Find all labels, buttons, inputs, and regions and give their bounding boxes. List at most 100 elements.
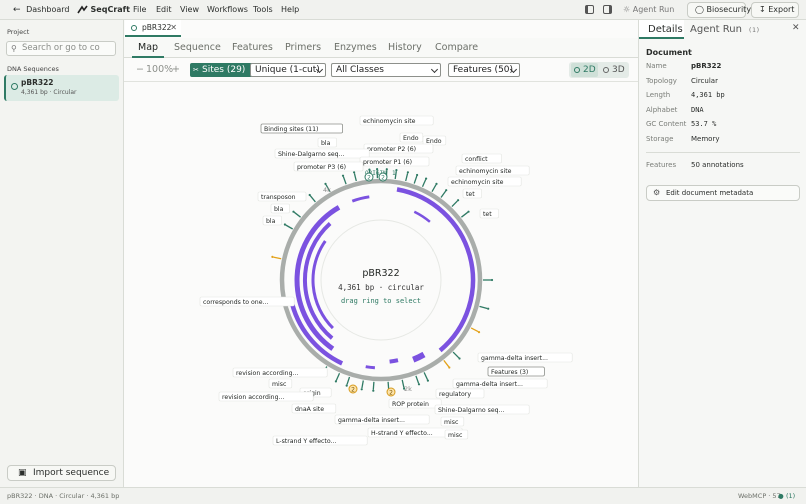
- restriction-site-tick[interactable]: [423, 372, 429, 380]
- restriction-site-tick[interactable]: [431, 184, 437, 193]
- feature-label[interactable]: bla: [274, 206, 284, 213]
- feature-arc-promoter[interactable]: [351, 195, 370, 203]
- tab-agent-run[interactable]: Agent Run (1): [690, 20, 760, 39]
- plasmid-map[interactable]: pBR322 4,361 bp · circular drag ring to …: [124, 82, 638, 487]
- feature-label[interactable]: misc: [272, 381, 287, 388]
- feature-label[interactable]: gamma-delta insert...: [456, 381, 523, 388]
- restriction-site-tick[interactable]: [461, 211, 469, 218]
- menu-view[interactable]: View: [180, 5, 199, 14]
- tab-compare[interactable]: Compare: [435, 42, 479, 53]
- restriction-site-tick[interactable]: [346, 376, 351, 385]
- feature-label[interactable]: promoter P3 (6): [297, 164, 346, 171]
- feature-label[interactable]: Endo: [403, 135, 419, 142]
- biosecurity-button[interactable]: ◯ Biosecurity: [687, 2, 751, 18]
- feature-label[interactable]: H-strand Y effecto...: [371, 430, 433, 437]
- view-3d-button[interactable]: 3D: [600, 63, 627, 77]
- feature-label[interactable]: Features (3): [491, 369, 528, 376]
- restriction-site-tick[interactable]: [415, 375, 420, 384]
- restriction-site-tick[interactable]: [335, 372, 341, 381]
- feature-label[interactable]: Shine-Dalgarno seq...: [278, 151, 345, 158]
- menu-edit[interactable]: Edit: [156, 5, 172, 14]
- menu-tools[interactable]: Tools: [253, 5, 273, 14]
- features-filter-select[interactable]: Features (50): [448, 63, 520, 77]
- feature-label[interactable]: misc: [444, 419, 459, 426]
- feature-label[interactable]: promoter P2 (6): [367, 146, 416, 153]
- feature-arc-bla-inner[interactable]: [294, 205, 341, 351]
- site-badge[interactable]: 2: [348, 384, 358, 394]
- feature-label[interactable]: echinomycin site: [459, 168, 512, 175]
- feature-arc-rop[interactable]: [412, 351, 426, 363]
- export-button[interactable]: ↧ Export: [751, 2, 799, 18]
- feature-label[interactable]: L-strand Y effecto...: [276, 438, 336, 445]
- feature-arc-tet[interactable]: [396, 187, 476, 353]
- view-2d-button[interactable]: 2D: [571, 63, 598, 77]
- restriction-site-tick[interactable]: [285, 224, 294, 230]
- feature-label[interactable]: echinomycin site: [363, 118, 416, 125]
- restriction-site-tick[interactable]: [443, 360, 450, 368]
- restriction-site-tick[interactable]: [421, 179, 427, 188]
- restriction-site-tick[interactable]: [413, 175, 418, 184]
- feature-label[interactable]: promoter P1 (6): [363, 159, 412, 166]
- restriction-site-tick[interactable]: [452, 351, 460, 359]
- feature-label[interactable]: transposon: [261, 194, 296, 201]
- menu-help[interactable]: Help: [281, 5, 300, 14]
- restriction-site-tick[interactable]: [394, 171, 397, 180]
- site-badge[interactable]: 2: [386, 387, 396, 397]
- restriction-site-tick[interactable]: [309, 195, 316, 203]
- restriction-site-tick[interactable]: [451, 200, 458, 208]
- sequence-list-item[interactable]: pBR322 4,361 bp · Circular: [4, 75, 119, 101]
- zoom-in-button[interactable]: +: [172, 64, 180, 75]
- feature-label[interactable]: bla: [321, 140, 331, 147]
- restriction-site-tick[interactable]: [273, 256, 282, 260]
- restriction-site-tick[interactable]: [325, 184, 331, 193]
- feature-label[interactable]: bla: [266, 218, 276, 225]
- feature-label[interactable]: tet: [483, 211, 492, 218]
- restriction-site-tick[interactable]: [342, 176, 347, 185]
- search-input[interactable]: ⚲ Search or go to co: [6, 41, 116, 56]
- close-panel-icon[interactable]: ✕: [792, 23, 800, 33]
- tab-sequence[interactable]: Sequence: [174, 42, 221, 53]
- restriction-site-tick[interactable]: [401, 379, 405, 388]
- tab-primers[interactable]: Primers: [285, 42, 322, 53]
- feature-label[interactable]: conflict: [465, 156, 488, 163]
- close-icon[interactable]: ✕: [170, 23, 177, 32]
- feature-label[interactable]: Endo: [426, 138, 442, 145]
- feature-label[interactable]: revision according...: [222, 394, 284, 401]
- document-tab[interactable]: pBR322 ✕: [125, 20, 181, 37]
- restriction-site-tick[interactable]: [293, 211, 301, 218]
- feature-arc-misc-2[interactable]: [365, 365, 376, 370]
- toggle-left-panel-button[interactable]: [585, 0, 594, 20]
- class-filter-select[interactable]: All Classes: [331, 63, 441, 77]
- feature-label[interactable]: dnaA site: [295, 406, 324, 413]
- feature-label[interactable]: Shine-Dalgarno seq...: [438, 407, 505, 414]
- restriction-site-tick[interactable]: [353, 173, 357, 182]
- feature-arc-bla[interactable]: [288, 298, 344, 366]
- feature-label[interactable]: echinomycin site: [451, 179, 504, 186]
- feature-label[interactable]: regulatory: [439, 391, 471, 398]
- site-badge[interactable]: 2: [378, 172, 388, 182]
- restriction-site-tick[interactable]: [440, 190, 447, 198]
- agent-run-button[interactable]: ☼ Agent Run: [623, 0, 674, 20]
- tab-details[interactable]: Details: [639, 20, 684, 39]
- restriction-site-tick[interactable]: [479, 305, 488, 310]
- restriction-site-tick[interactable]: [470, 327, 479, 333]
- feature-label[interactable]: revision according...: [236, 370, 298, 377]
- feature-label[interactable]: gamma-delta insert...: [481, 355, 548, 362]
- toggle-right-panel-button[interactable]: [603, 0, 612, 20]
- zoom-out-button[interactable]: −: [136, 64, 144, 75]
- restriction-site-tick[interactable]: [405, 173, 409, 182]
- tab-map[interactable]: Map: [132, 38, 165, 58]
- menu-workflows[interactable]: Workflows: [207, 5, 248, 14]
- feature-label[interactable]: Binding sites (11): [264, 126, 318, 133]
- cut-filter-select[interactable]: Unique (1-cut): [250, 63, 326, 77]
- feature-arc-origin[interactable]: [389, 358, 399, 364]
- site-badge[interactable]: 2: [364, 172, 374, 182]
- tab-history[interactable]: History: [388, 42, 422, 53]
- tab-enzymes[interactable]: Enzymes: [334, 42, 377, 53]
- feature-arc-transposon[interactable]: [302, 222, 334, 340]
- import-sequence-button[interactable]: ▣ Import sequence: [7, 465, 116, 481]
- tab-features[interactable]: Features: [232, 42, 273, 53]
- feature-label[interactable]: corresponds to one...: [203, 299, 268, 306]
- edit-metadata-button[interactable]: ⚙ Edit document metadata: [646, 185, 800, 201]
- feature-label[interactable]: misc: [448, 432, 463, 439]
